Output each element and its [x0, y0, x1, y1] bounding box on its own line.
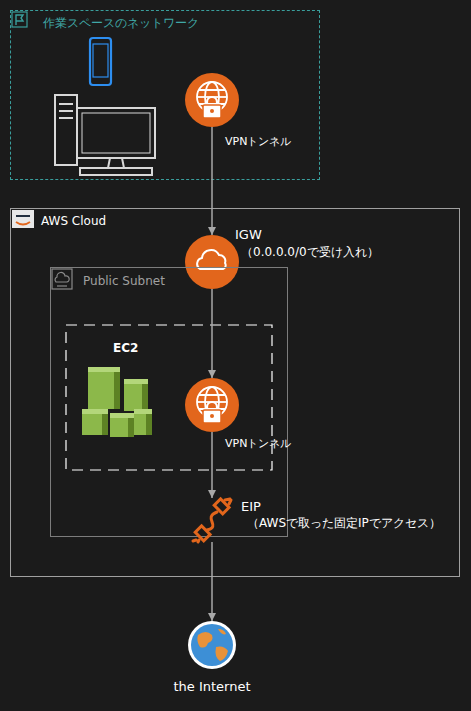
phone-icon	[90, 38, 111, 85]
phone-icon	[90, 38, 111, 85]
node-label: the Internet	[152, 679, 272, 695]
subnet-icon	[57, 285, 67, 286]
globe-symbol	[197, 632, 212, 648]
computer-icon	[77, 108, 155, 158]
vpn-tunnel-icon: VPNトンネル	[185, 378, 239, 432]
computer-icon	[55, 95, 77, 165]
computer-icon	[55, 95, 155, 175]
globe-symbol	[216, 647, 229, 662]
computer-icon	[59, 103, 73, 105]
vpn-symbol	[185, 73, 239, 127]
node-note: （AWSで取った固定IPでアクセス）	[247, 516, 441, 530]
computer-icon	[108, 158, 124, 168]
globe-symbol	[191, 624, 233, 666]
globe-symbol	[218, 629, 226, 634]
cloud-group: IGW（0.0.0.0/0で受け入れ）EC2VPNトンネルEIP（AWSで取った…	[10, 208, 460, 577]
node-label: IGW	[235, 227, 262, 243]
ec2-symbol	[88, 367, 120, 372]
node-label: Public Subnet	[83, 274, 165, 288]
node-label: VPNトンネル	[225, 437, 291, 450]
vpn-symbol	[185, 378, 239, 432]
aws-logo-icon	[12, 210, 34, 228]
ec2-symbol	[110, 413, 134, 418]
flag-icon	[16, 15, 23, 25]
subnet-group: EC2VPNトンネルEIP（AWSで取った固定IPでアクセス）Public Su…	[50, 267, 288, 537]
computer-icon	[82, 113, 150, 153]
vpn-symbol	[185, 73, 239, 127]
flow-arrow	[211, 289, 213, 378]
vpn-tunnel-icon: VPNトンネル	[185, 73, 239, 127]
subnet-icon	[52, 269, 72, 289]
ec2-symbol	[134, 409, 152, 435]
node-note: （0.0.0.0/0で受け入れ）	[241, 245, 379, 259]
internet-globe-icon: the Internet	[188, 621, 236, 669]
node-label: EIP	[241, 499, 261, 515]
igw-symbol	[185, 235, 239, 289]
node-label: EC2	[113, 341, 138, 355]
eip-symbol	[193, 499, 231, 542]
flow-arrow	[211, 542, 213, 621]
ec2-instance-icon: EC2	[80, 365, 155, 440]
node-label: AWS Cloud	[41, 214, 106, 228]
ec2-symbol	[114, 367, 120, 409]
eip-symbol	[193, 540, 199, 542]
globe-symbol	[188, 621, 236, 669]
igw-symbol	[185, 235, 239, 289]
flow-arrow	[211, 432, 213, 498]
network-group: VPNトンネル 作業スペースのネットワーク	[10, 10, 320, 180]
internet-gateway-icon: IGW（0.0.0.0/0で受け入れ）	[185, 235, 239, 289]
ec2-symbol	[82, 409, 108, 435]
aws-logo-icon	[12, 210, 34, 228]
eip-symbol	[207, 512, 217, 530]
flag-icon	[12, 12, 27, 27]
flag-icon	[12, 12, 27, 27]
vpn-symbol	[203, 105, 221, 118]
node-label: 作業スペースのネットワーク	[43, 16, 199, 30]
ec2-symbol	[80, 365, 155, 440]
ec2-symbol	[124, 379, 148, 411]
eip-symbol	[195, 526, 210, 541]
vpn-symbol	[185, 378, 239, 432]
ec2-symbol	[124, 379, 148, 384]
vpn-symbol	[210, 109, 214, 113]
elastic-ip-icon: EIP（AWSで取った固定IPでアクセス）	[192, 498, 232, 542]
ec2-symbol	[110, 413, 134, 437]
computer-icon	[59, 117, 73, 119]
subnet-icon	[55, 272, 69, 282]
eip-symbol	[192, 498, 232, 542]
ec2-symbol	[88, 367, 120, 409]
computer-icon	[80, 168, 152, 175]
subnet-icon	[52, 269, 72, 289]
flow-arrow	[211, 127, 213, 235]
node-label: VPNトンネル	[225, 135, 291, 148]
vpn-symbol	[210, 414, 214, 418]
aws-logo-icon	[16, 222, 30, 225]
phone-icon	[93, 44, 108, 77]
vpn-symbol	[203, 410, 221, 423]
ec2-symbol	[82, 409, 108, 414]
computer-icon	[59, 110, 73, 112]
ec2-symbol	[134, 409, 152, 414]
eip-symbol	[225, 499, 231, 504]
globe-symbol	[188, 621, 236, 669]
aws-logo-icon	[16, 215, 30, 217]
